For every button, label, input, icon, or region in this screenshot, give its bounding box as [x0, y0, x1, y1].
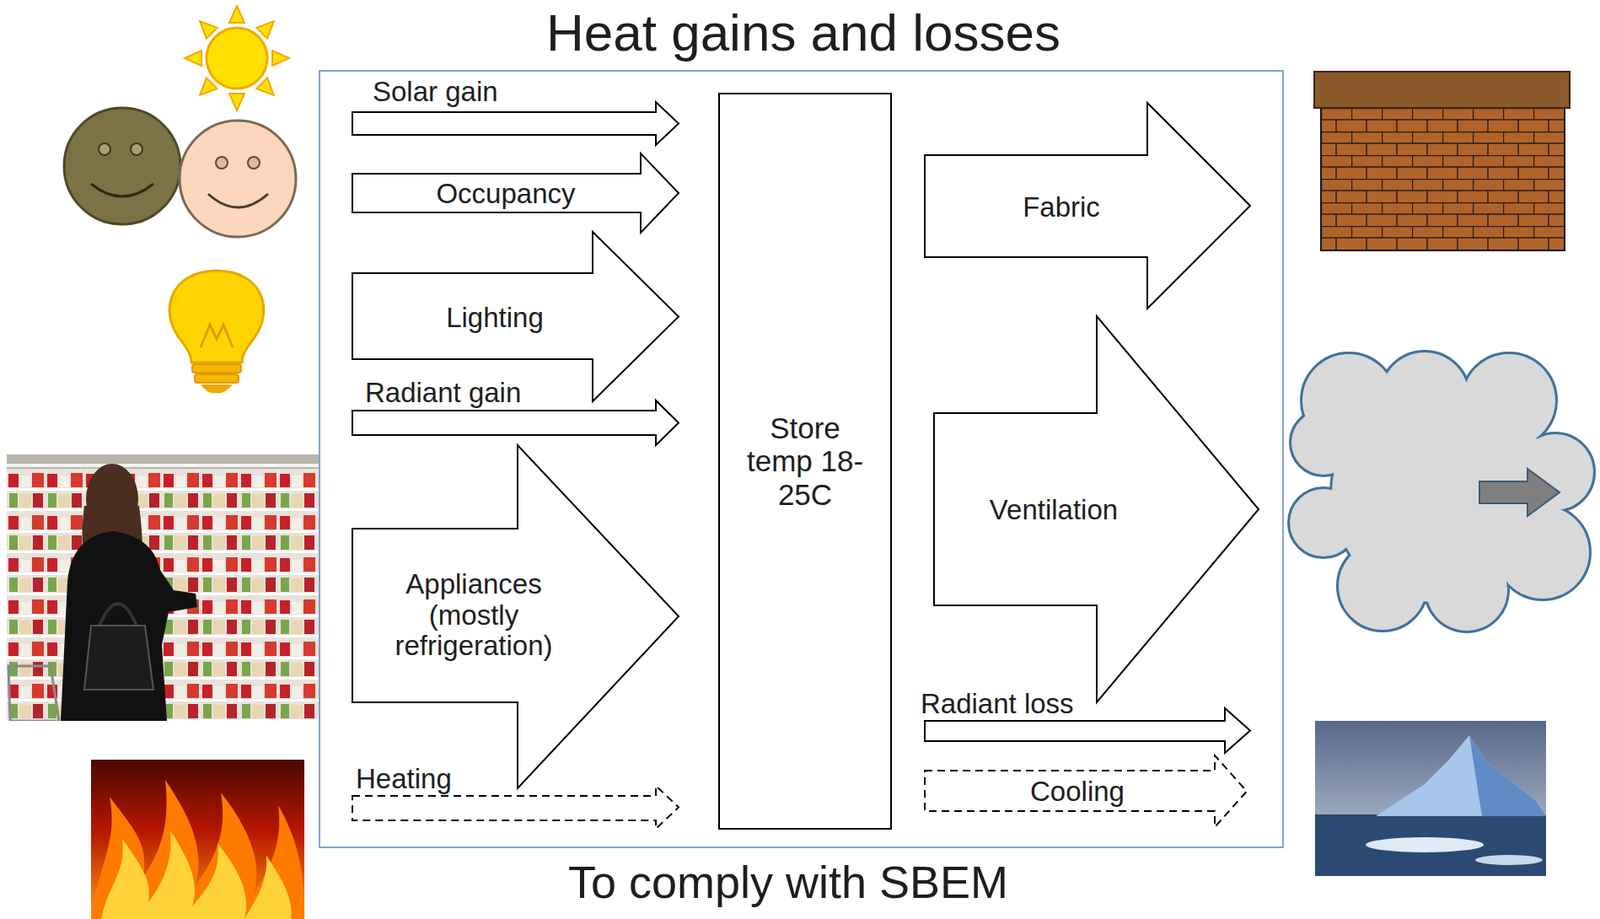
sun-ray: [184, 50, 202, 66]
sun-ray: [229, 93, 245, 111]
flame-core: [101, 830, 292, 919]
loss-arrow: Radiant loss: [918, 681, 1253, 756]
arrow-outline: [352, 102, 679, 145]
face-eye: [98, 143, 111, 156]
arrow-label: Ventilation: [989, 494, 1118, 527]
label-slot: Cooling: [1030, 776, 1125, 808]
box-label: Store temp 18-25C: [746, 411, 865, 511]
arrow-label: Fabric: [1022, 192, 1101, 224]
slide-title: Heat gains and losses: [546, 3, 1061, 62]
sea: [1315, 814, 1547, 876]
face-eye: [247, 156, 260, 169]
gain-arrow: Occupancy: [349, 150, 682, 236]
arrow-label: Heating: [355, 763, 452, 795]
face-eye: [130, 143, 143, 156]
bricks: [1320, 107, 1565, 251]
label-slot: Radiant gain: [365, 377, 521, 409]
handbag: [84, 625, 154, 690]
heating-arrow: Heating: [349, 756, 682, 832]
sun-ray: [194, 16, 218, 39]
fire-ground: [91, 759, 305, 919]
sun-ray: [272, 50, 290, 66]
wall-cap: [1314, 71, 1570, 108]
face-smile: [208, 193, 269, 208]
sky: [1315, 720, 1547, 876]
iceberg-shade: [1469, 735, 1547, 817]
fire-image: [91, 759, 305, 919]
bulb-base: [192, 364, 242, 373]
arrow-label: Radiant gain: [365, 377, 521, 409]
sun-ray: [256, 77, 280, 101]
bulb-glass: [169, 270, 264, 363]
cloud-fill: [1289, 352, 1594, 631]
face-smile: [91, 183, 154, 197]
label-slot: Solar gain: [372, 76, 499, 108]
store-box: Store temp 18-25C: [716, 91, 894, 832]
arrow-label: Appliances (mostly refrigeration): [368, 569, 580, 663]
label-slot: Occupancy: [435, 178, 575, 210]
gain-arrow: Solar gain: [349, 69, 682, 148]
supermarket-photo: [6, 454, 319, 721]
face-dark: [64, 107, 181, 225]
slide-title-box: Heat gains and losses: [0, 3, 1600, 62]
box-outline: [719, 93, 892, 829]
arrow-label: Radiant loss: [920, 688, 1074, 720]
face-light: [179, 120, 296, 237]
dashed-arrow-outline: [924, 755, 1247, 827]
shelf-goods: [6, 454, 319, 721]
loss-arrow: Fabric: [922, 100, 1253, 312]
arrow-outline: [352, 231, 679, 402]
iceberg-photo: [1315, 720, 1547, 876]
ice-floe: [1365, 837, 1484, 853]
cooling-arrow: Cooling: [922, 752, 1250, 830]
shelf-top: [6, 454, 319, 469]
iceberg: [1375, 735, 1547, 817]
arrow-label: Solar gain: [372, 76, 499, 108]
diagram-frame: [319, 70, 1284, 848]
slide-caption: To comply with SBEM: [568, 856, 1009, 908]
label-slot: Store temp 18-25C: [746, 411, 865, 511]
wind-arrow: [1479, 468, 1560, 516]
arrow-outline: [352, 153, 679, 233]
cloud-outline: [1289, 352, 1594, 631]
gain-arrow: Appliances (mostly refrigeration): [349, 442, 682, 791]
flame: [91, 779, 305, 919]
slide-caption-box: To comply with SBEM: [0, 856, 1577, 908]
arrow-outline: [352, 445, 679, 789]
sun-ray: [194, 77, 218, 101]
arrow-label: Occupancy: [435, 178, 575, 210]
shelf-light: [6, 463, 319, 468]
handbag-strap: [99, 603, 137, 626]
loss-arrow: Ventilation: [931, 313, 1262, 705]
brick-wall-icon: [1314, 71, 1570, 251]
gain-arrow: Radiant gain: [349, 370, 682, 448]
woman-coat: [60, 531, 198, 721]
sun-icon: [184, 5, 290, 111]
bulb-tip: [200, 384, 233, 393]
arrow-label: Cooling: [1030, 776, 1125, 808]
bulb-base: [194, 374, 239, 383]
sun-ray: [256, 16, 280, 39]
basket: [8, 665, 60, 721]
label-slot: Lighting: [445, 302, 544, 334]
label-slot: Fabric: [1022, 192, 1101, 224]
label-slot: Appliances (mostly refrigeration): [368, 569, 580, 663]
sun-core: [206, 27, 268, 89]
label-slot: Heating: [355, 763, 452, 795]
arrow-outline: [934, 316, 1259, 703]
air-cloud-icon: [1289, 352, 1594, 631]
label-slot: Radiant loss: [920, 688, 1074, 720]
light-bulb-icon: [169, 270, 264, 393]
arrow-label: Lighting: [445, 302, 544, 334]
woman-hair: [85, 463, 139, 535]
face-eye: [215, 156, 228, 169]
occupant-faces: [64, 107, 296, 237]
bulb-filament: [200, 324, 233, 348]
ice-floe: [1475, 854, 1543, 865]
arrow-outline: [924, 102, 1251, 309]
label-slot: Ventilation: [989, 494, 1118, 527]
sun-ray: [229, 5, 245, 23]
